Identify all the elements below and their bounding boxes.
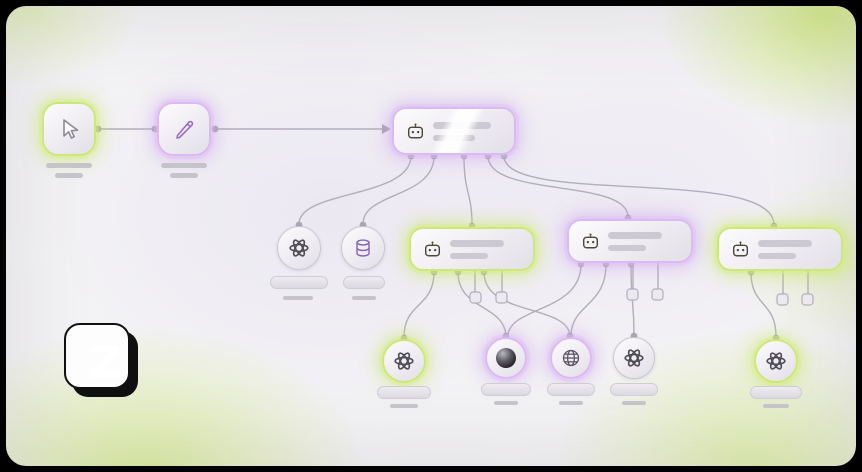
connection-dot[interactable] bbox=[151, 125, 159, 133]
edge-agent-2-model-2[interactable] bbox=[403, 271, 435, 338]
node-web-tool[interactable] bbox=[550, 337, 592, 379]
node-compose[interactable] bbox=[157, 102, 211, 156]
connector-port[interactable] bbox=[469, 291, 482, 304]
node-datastore[interactable] bbox=[341, 226, 385, 270]
edge-main-agent-model-1[interactable] bbox=[298, 155, 412, 225]
skeleton-line bbox=[352, 296, 376, 300]
node-label-chip bbox=[481, 383, 531, 396]
openai-icon bbox=[623, 347, 645, 369]
edge-agent-3-web-tool[interactable] bbox=[570, 263, 607, 336]
skeleton-line bbox=[763, 404, 789, 408]
node-label-chip bbox=[343, 276, 385, 289]
connection-dot[interactable] bbox=[211, 125, 219, 133]
robot-icon bbox=[423, 240, 442, 258]
skeleton-line bbox=[161, 163, 207, 168]
node-label-chip bbox=[377, 386, 431, 399]
edge-arrowhead-icon bbox=[382, 124, 391, 134]
openai-icon bbox=[765, 350, 787, 372]
edge-main-agent-datastore[interactable] bbox=[362, 155, 435, 225]
node-model-2[interactable] bbox=[382, 339, 426, 383]
robot-icon bbox=[406, 122, 425, 140]
node-trigger[interactable] bbox=[42, 102, 96, 156]
openai-icon bbox=[288, 237, 310, 259]
node-model-4[interactable] bbox=[754, 339, 798, 383]
pencil-icon bbox=[173, 118, 195, 140]
robot-icon bbox=[581, 232, 600, 250]
edge-agent-3-sphere-tool[interactable] bbox=[507, 263, 582, 336]
node-label-chip bbox=[270, 276, 328, 289]
skeleton-lines bbox=[433, 121, 491, 141]
edge-agent-3-model-3[interactable] bbox=[630, 263, 635, 336]
globe-icon bbox=[561, 348, 581, 368]
connector-port[interactable] bbox=[495, 291, 508, 304]
node-agent-4[interactable] bbox=[717, 227, 843, 271]
edge-main-agent-agent-4[interactable] bbox=[503, 155, 775, 226]
zed-logo-letter: Z bbox=[89, 338, 121, 389]
skeleton-line bbox=[559, 401, 583, 405]
openai-icon bbox=[393, 350, 415, 372]
robot-icon bbox=[731, 240, 750, 258]
node-main-agent[interactable] bbox=[392, 107, 516, 155]
sphere-icon bbox=[496, 348, 516, 368]
skeleton-lines bbox=[608, 231, 662, 251]
edge-main-agent-agent-2[interactable] bbox=[463, 155, 473, 226]
skeleton-line bbox=[46, 163, 92, 168]
cursor-icon bbox=[57, 117, 81, 141]
connector-port[interactable] bbox=[651, 288, 664, 301]
skeleton-lines bbox=[758, 239, 812, 259]
node-sphere-tool[interactable] bbox=[485, 337, 527, 379]
edge-agent-2-web-tool[interactable] bbox=[483, 271, 571, 336]
edge-agent-2-sphere-tool[interactable] bbox=[457, 271, 507, 336]
node-label-chip bbox=[750, 386, 802, 399]
zed-logo[interactable]: Z bbox=[64, 323, 138, 397]
node-agent-3[interactable] bbox=[567, 219, 693, 263]
node-model-3[interactable] bbox=[613, 337, 655, 379]
connection-dot[interactable] bbox=[94, 125, 102, 133]
skeleton-line bbox=[390, 404, 418, 408]
node-label-chip bbox=[610, 383, 658, 396]
connector-port[interactable] bbox=[776, 293, 789, 306]
edge-agent-4-model-4[interactable] bbox=[750, 271, 777, 338]
node-model-1[interactable] bbox=[277, 226, 321, 270]
skeleton-line bbox=[283, 296, 313, 300]
edge-main-agent-agent-3[interactable] bbox=[487, 155, 629, 218]
node-agent-2[interactable] bbox=[409, 227, 535, 271]
database-icon bbox=[353, 238, 373, 258]
workflow-canvas[interactable]: Z bbox=[6, 6, 856, 466]
skeleton-line bbox=[55, 173, 83, 178]
connector-port[interactable] bbox=[801, 293, 814, 306]
skeleton-lines bbox=[450, 239, 504, 259]
skeleton-line bbox=[170, 173, 198, 178]
node-label-chip bbox=[547, 383, 595, 396]
connector-port[interactable] bbox=[626, 288, 639, 301]
skeleton-line bbox=[622, 401, 646, 405]
skeleton-line bbox=[494, 401, 518, 405]
